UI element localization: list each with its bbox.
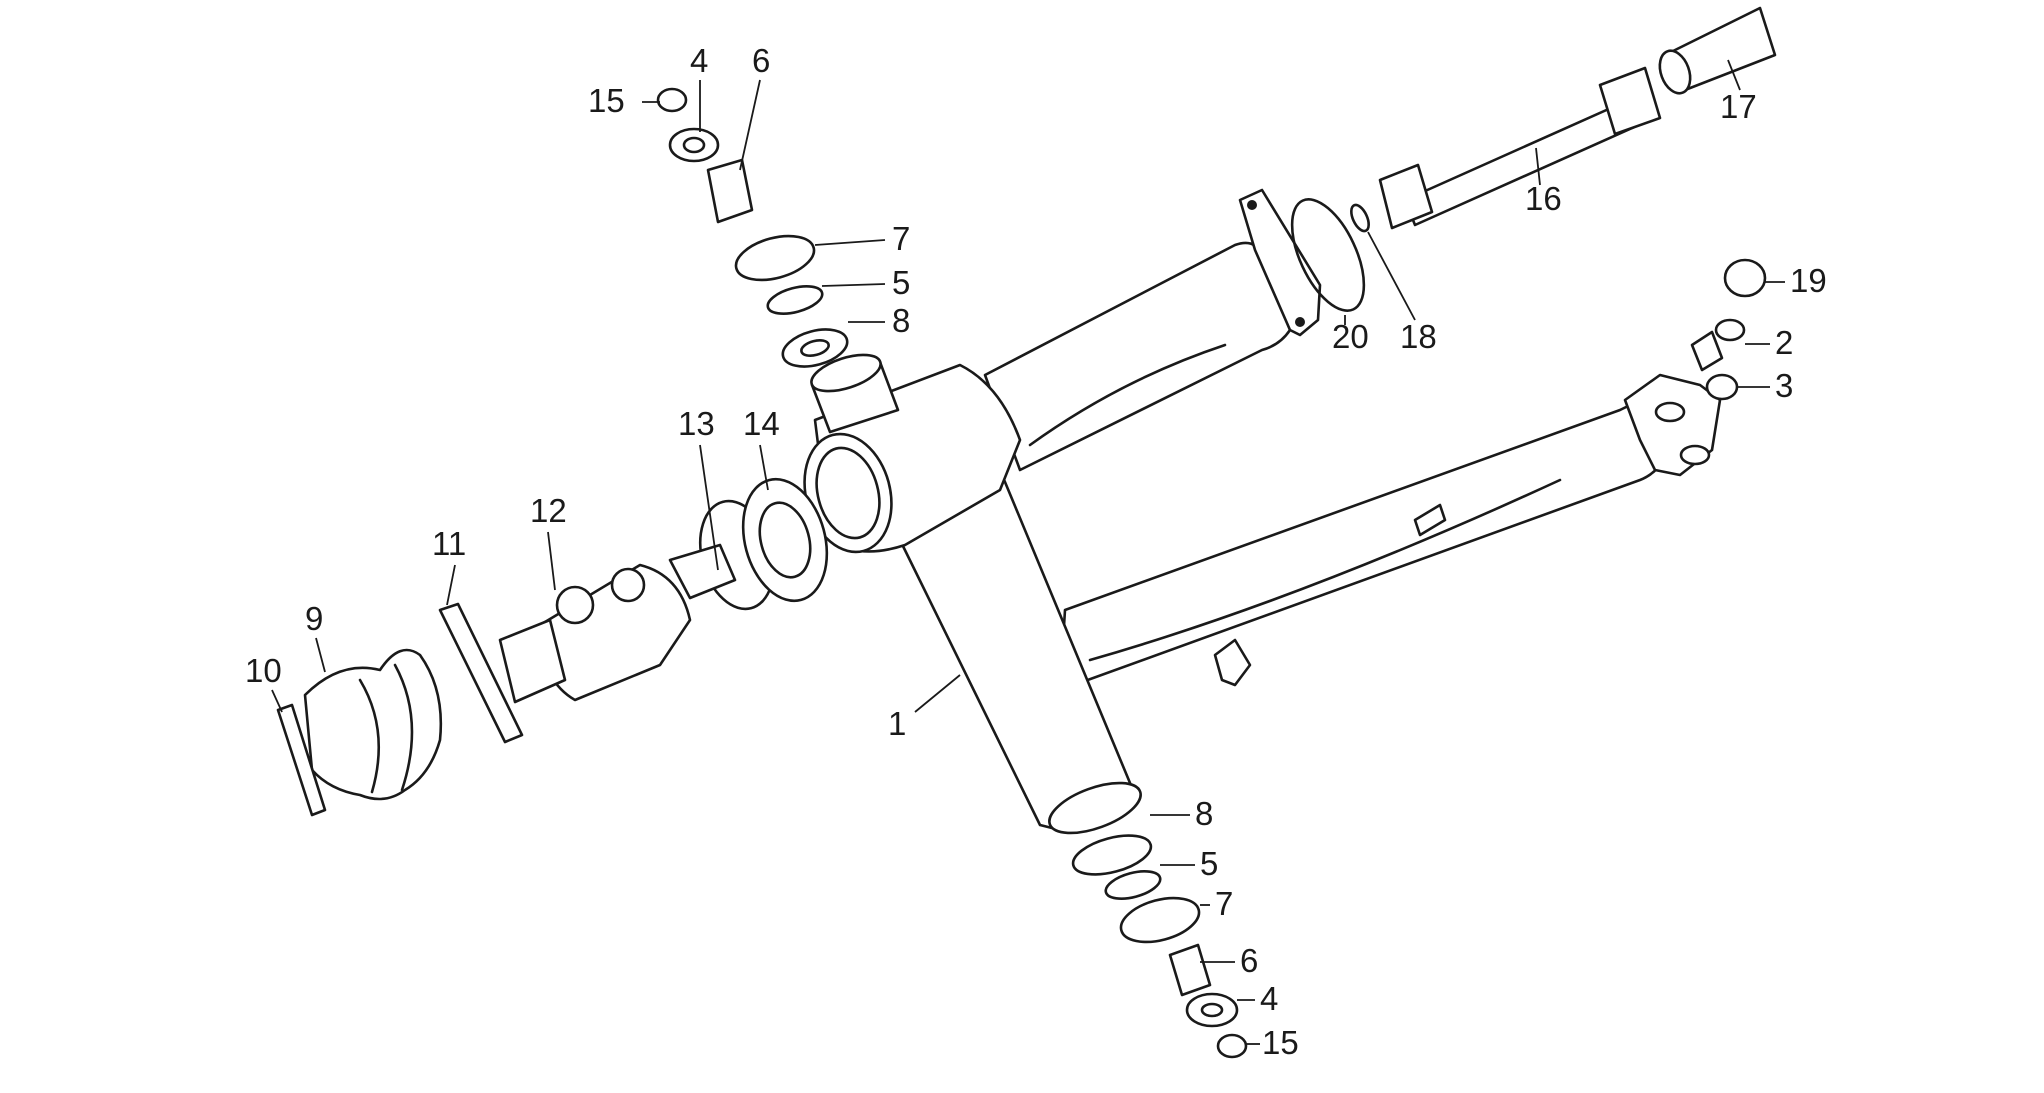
arm-bracket	[1213, 638, 1252, 687]
universal-joint-group	[276, 477, 829, 817]
callout-18: 18	[1400, 318, 1437, 355]
callout-5-bottom: 5	[1200, 845, 1218, 882]
leader-9	[315, 637, 326, 673]
bearing-8-top-bore	[800, 339, 830, 357]
leader-17	[1727, 59, 1741, 91]
leader-1	[914, 674, 961, 713]
callout-17: 17	[1720, 88, 1757, 125]
lower-arm-contour	[1088, 478, 1562, 662]
pin-6-top	[706, 158, 754, 224]
callout-16: 16	[1525, 180, 1562, 217]
lower-bearing-stack	[1071, 834, 1248, 1059]
leader-6a	[739, 79, 761, 171]
callout-6-bottom: 6	[1240, 942, 1258, 979]
nut-4-top-bore	[682, 136, 706, 154]
callout-10: 10	[245, 652, 282, 689]
bolt-2-shank	[1690, 330, 1724, 372]
leader-12	[547, 531, 556, 591]
ujoint-12-cap-1	[555, 585, 595, 625]
callout-20: 20	[1332, 318, 1369, 355]
bearing-14	[741, 477, 829, 603]
callout-9: 9	[305, 600, 323, 637]
leader-16	[1535, 147, 1541, 186]
bearing-7-top	[734, 234, 816, 282]
hub-top-boss-end	[810, 353, 882, 393]
callout-1: 1	[888, 705, 906, 742]
callout-2: 2	[1775, 324, 1793, 361]
pivot-lug-hole	[1654, 401, 1686, 423]
bearing-14-bore	[758, 501, 812, 579]
ujoint-12-cap-2	[610, 567, 646, 603]
callout-3: 3	[1775, 367, 1793, 404]
leader-lines	[271, 59, 1785, 1045]
ring-11	[438, 602, 524, 744]
nut-4-bottom-bore	[1200, 1002, 1224, 1018]
callout-8-top: 8	[892, 302, 910, 339]
bearing-8-bottom	[1071, 834, 1153, 876]
upper-arm-contour	[1028, 343, 1227, 447]
boot-9-fold-1	[358, 678, 381, 794]
nut-15-bottom	[1216, 1033, 1248, 1059]
ring-18	[1350, 203, 1370, 233]
lower-arm-tube	[1058, 393, 1672, 692]
nut-15-top	[656, 87, 688, 113]
washer-3	[1705, 373, 1739, 401]
ujoint-12-yoke	[498, 618, 567, 704]
pivot-lug-hole-2	[1679, 444, 1711, 466]
boot-9-fold-2	[393, 663, 414, 792]
callout-19: 19	[1790, 262, 1827, 299]
leader-13	[699, 444, 719, 571]
washer-5-top	[766, 285, 824, 315]
flange-bolt-hole-2	[1295, 317, 1305, 327]
callout-15-top: 15	[588, 82, 625, 119]
callout-4-top: 4	[690, 42, 708, 79]
main-tube-end	[1048, 781, 1142, 835]
callout-12: 12	[530, 492, 567, 529]
leader-11	[446, 564, 456, 606]
bolt-2-head	[1714, 318, 1746, 342]
leader-5a	[821, 283, 886, 287]
pivot-fasteners	[1690, 258, 1767, 401]
clamp-10	[276, 703, 327, 817]
callout-4-bottom: 4	[1260, 980, 1278, 1017]
callout-14: 14	[743, 405, 780, 442]
o-ring-20	[1290, 198, 1366, 312]
callout-6-top: 6	[752, 42, 770, 79]
cap-19	[1723, 258, 1767, 298]
callout-7-top: 7	[892, 220, 910, 257]
shaft-16-spline-right	[1598, 66, 1662, 136]
boot-9	[303, 648, 443, 801]
callout-5-top: 5	[892, 264, 910, 301]
callout-8-bottom: 8	[1195, 795, 1213, 832]
upper-arm-tube	[983, 241, 1292, 472]
bearing-7-bottom	[1119, 896, 1201, 944]
leader-18	[1367, 231, 1416, 321]
callout-11: 11	[432, 525, 466, 562]
arm-tab	[1413, 503, 1447, 537]
ujoint-12-stub	[668, 543, 737, 600]
drive-shaft-group	[1290, 6, 1777, 312]
nut-4-bottom	[1185, 992, 1239, 1028]
bearing-8-top	[781, 328, 849, 368]
flange-bolt-hole-1	[1247, 200, 1257, 210]
shaft-16-spline-left	[1378, 163, 1434, 230]
callout-7-bottom: 7	[1215, 885, 1233, 922]
callout-15-bottom: 15	[1262, 1024, 1299, 1061]
nut-4-top	[668, 127, 720, 163]
callout-labels: 15 4 6 7 5 8 17 16 19 2 3 20 18 13 14 12…	[245, 42, 1827, 1061]
sleeve-17-end	[1658, 49, 1692, 95]
washer-5-bottom	[1104, 870, 1162, 900]
leader-10	[271, 689, 283, 713]
upper-bearing-stack	[656, 87, 849, 368]
hub-bearing-bore	[815, 446, 881, 540]
callout-13: 13	[678, 405, 715, 442]
leader-7a	[814, 239, 886, 246]
swing-arm-frame	[803, 188, 1722, 835]
leader-14	[759, 444, 769, 491]
arm-flange	[1238, 188, 1322, 337]
pin-6-bottom	[1168, 943, 1212, 997]
